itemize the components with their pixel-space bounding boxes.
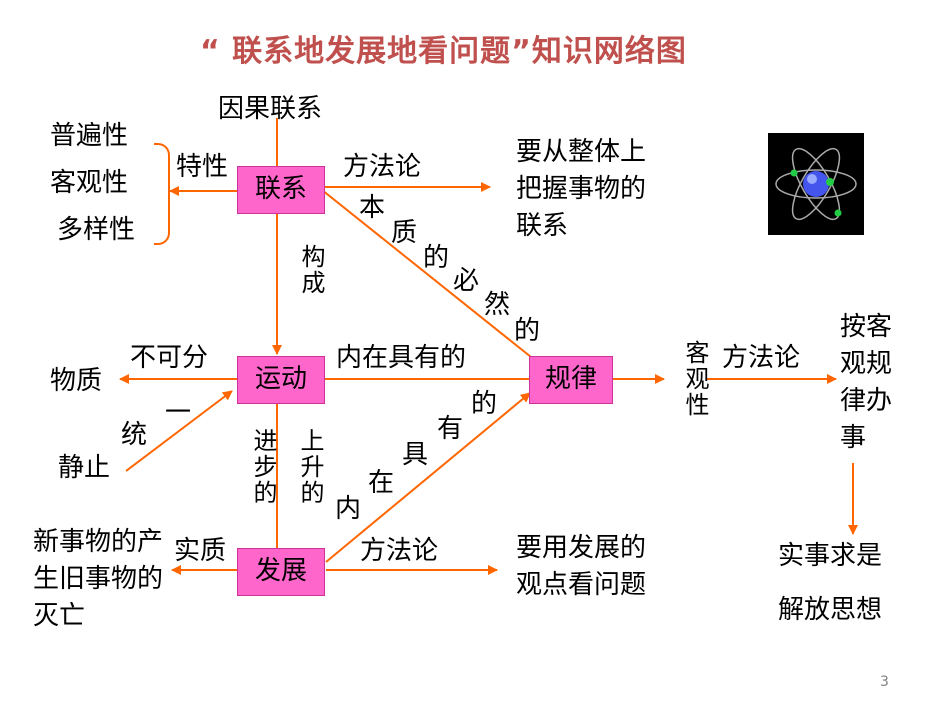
upward-label: 上升的 xyxy=(296,428,324,506)
lianxi-method-text: 要从整体上把握事物的联系 xyxy=(516,137,647,241)
inner-char: 有 xyxy=(437,414,464,444)
node-lianxi: 联系 xyxy=(237,166,325,214)
fazhan-method-label: 方法论 xyxy=(360,536,439,566)
inseparable-label: 不可分 xyxy=(130,343,209,373)
trait-brace xyxy=(154,143,170,245)
atom-icon xyxy=(768,133,864,235)
guilv-method-text: 按客观规律办事 xyxy=(840,312,893,453)
trait-universal: 普遍性 xyxy=(50,121,129,151)
rest-label: 静止 xyxy=(58,453,111,483)
inner-char: 具 xyxy=(402,440,429,470)
arrow-unity xyxy=(125,390,233,472)
objective-label: 客观性 xyxy=(681,340,709,418)
essence-char: 本 xyxy=(359,193,386,223)
result-seek-truth: 实事求是 xyxy=(778,541,883,571)
progress-label: 进步的 xyxy=(249,428,277,506)
arrow-inner xyxy=(325,392,531,563)
fazhan-method-text: 要用发展的观点看问题 xyxy=(516,533,647,600)
essence-char: 的 xyxy=(423,243,450,273)
page-number: 3 xyxy=(880,674,889,690)
essence-char: 的 xyxy=(514,316,541,346)
node-yundong: 运动 xyxy=(237,356,325,404)
essence-char: 必 xyxy=(453,266,480,296)
inner-char: 在 xyxy=(368,468,395,498)
result-emancipate: 解放思想 xyxy=(778,595,883,625)
essence-char: 质 xyxy=(391,218,418,248)
inner-char: 内 xyxy=(335,494,362,524)
fazhan-essence-label: 实质 xyxy=(174,536,227,566)
fazhan-essence-text: 新事物的产生旧事物的灭亡 xyxy=(33,527,164,631)
node-fazhan: 发展 xyxy=(237,548,325,596)
trait-label: 特性 xyxy=(176,152,229,182)
unity-char-1: 一 xyxy=(165,398,192,428)
inner-char: 的 xyxy=(471,389,498,419)
cause-effect-label: 因果联系 xyxy=(218,94,323,124)
inherent-label: 内在具有的 xyxy=(336,343,467,373)
essence-char: 然 xyxy=(484,290,511,320)
matter-label: 物质 xyxy=(50,366,103,396)
trait-objective: 客观性 xyxy=(50,168,129,198)
constitute-label: 构成 xyxy=(297,244,325,296)
node-guilv: 规律 xyxy=(529,356,613,404)
lianxi-method-label: 方法论 xyxy=(343,152,422,182)
line-essence xyxy=(321,189,532,358)
page-title: “ 联系地发展地看问题”知识网络图 xyxy=(200,34,687,69)
unity-char-2: 统 xyxy=(121,420,148,450)
guilv-method-label: 方法论 xyxy=(722,343,801,373)
trait-diverse: 多样性 xyxy=(57,215,136,245)
